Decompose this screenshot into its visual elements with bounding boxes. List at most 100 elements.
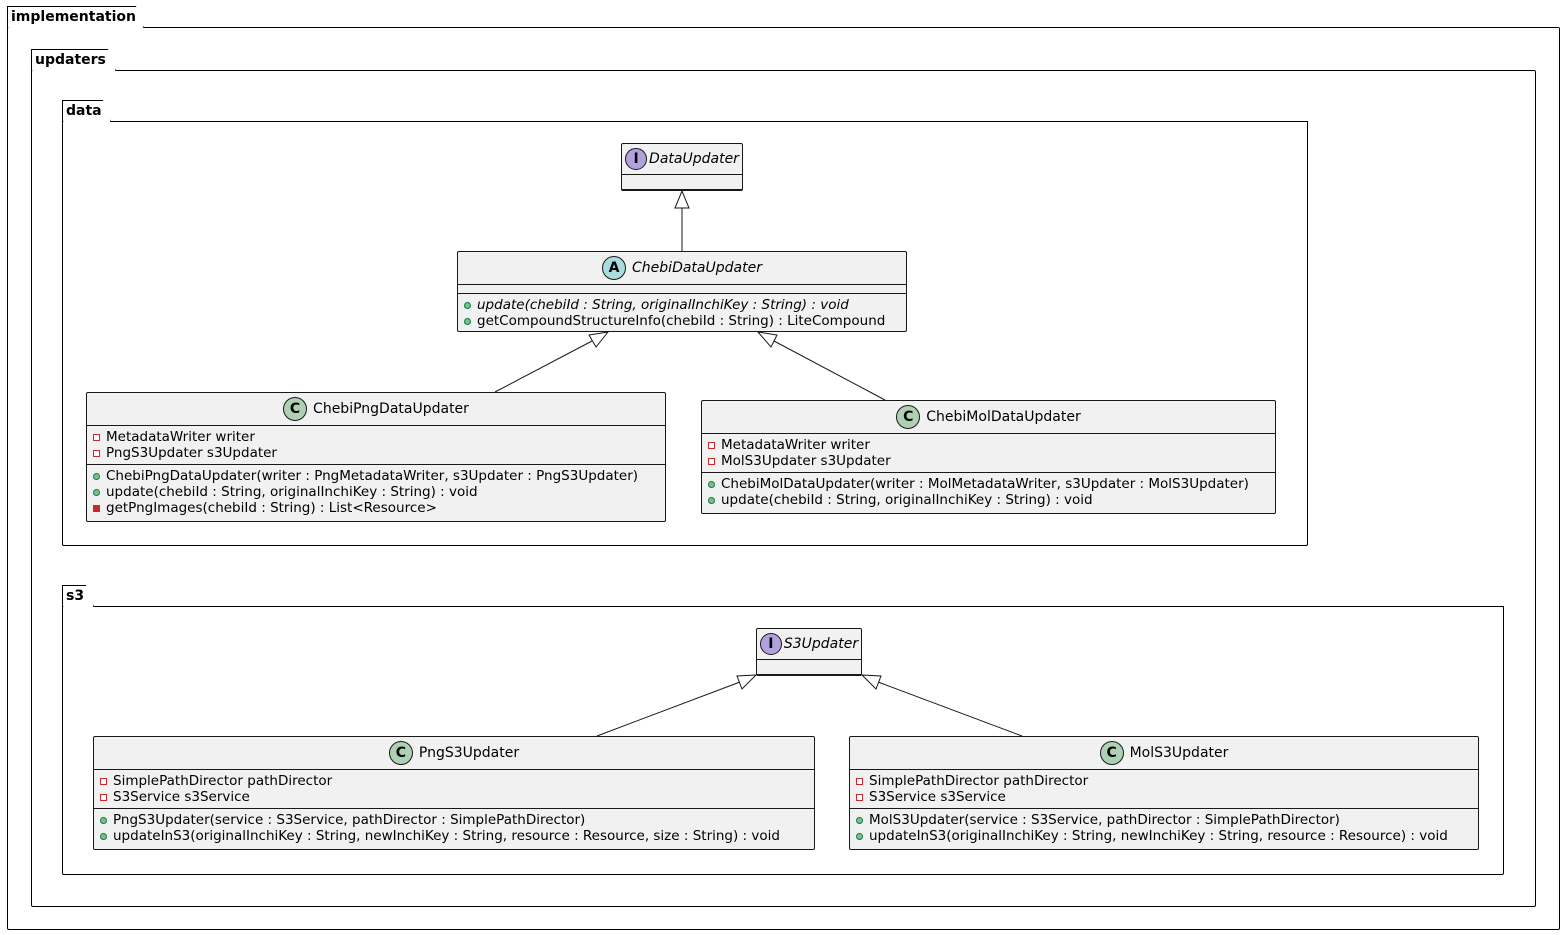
class-box-chebimoldataupdater: C ChebiMolDataUpdater MetadataWriter wri… — [701, 400, 1276, 514]
package-tab-updaters: updaters — [31, 49, 116, 71]
field-row: MetadataWriter writer — [708, 437, 1269, 453]
method-text: getPngImages(chebiId : String) : List<Re… — [106, 500, 437, 516]
class-name-mols3updater: MolS3Updater — [1129, 745, 1229, 761]
fields-section-mols3updater: SimplePathDirector pathDirector S3Servic… — [850, 769, 1478, 808]
private-visibility-icon — [93, 449, 100, 457]
package-tab-s3: s3 — [62, 585, 94, 607]
method-row: updateInS3(originalInchiKey : String, ne… — [856, 828, 1472, 844]
methods-section-chebipngdataupdater: ChebiPngDataUpdater(writer : PngMetadata… — [87, 464, 665, 519]
private-visibility-icon — [708, 441, 715, 449]
method-row: MolS3Updater(service : S3Service, pathDi… — [856, 812, 1472, 828]
field-row: MetadataWriter writer — [93, 429, 659, 445]
method-row: update(chebiId : String, originalInchiKe… — [464, 297, 900, 313]
edge-arrowhead-png — [588, 331, 610, 348]
method-row: update(chebiId : String, originalInchiKe… — [93, 484, 659, 500]
fields-section-chebimoldataupdater: MetadataWriter writer MolS3Updater s3Upd… — [702, 433, 1275, 472]
public-visibility-icon — [100, 816, 107, 824]
method-text: getCompoundStructureInfo(chebiId : Strin… — [477, 313, 886, 329]
package-frame-implementation — [7, 27, 1560, 930]
interface-icon: I — [625, 148, 648, 170]
field-row: MolS3Updater s3Updater — [708, 453, 1269, 469]
class-name-chebimoldataupdater: ChebiMolDataUpdater — [926, 409, 1081, 425]
method-text: updateInS3(originalInchiKey : String, ne… — [113, 828, 780, 844]
field-text: MolS3Updater s3Updater — [721, 453, 891, 469]
package-frame-s3-top — [94, 606, 1504, 607]
fields-section-dataupdater — [622, 174, 742, 189]
private-visibility-icon — [856, 777, 863, 785]
package-frame-data-top — [111, 121, 1308, 122]
class-icon: C — [283, 397, 308, 421]
public-visibility-icon — [93, 472, 100, 480]
package-tab-implementation: implementation — [7, 6, 144, 28]
method-text: updateInS3(originalInchiKey : String, ne… — [869, 828, 1448, 844]
edge-png-to-chebidataupdater — [494, 340, 593, 393]
method-row: PngS3Updater(service : S3Service, pathDi… — [100, 812, 808, 828]
package-label-s3: s3 — [66, 588, 85, 604]
method-text: MolS3Updater(service : S3Service, pathDi… — [869, 812, 1340, 828]
package-frame-implementation-top — [144, 27, 1559, 28]
field-row: S3Service s3Service — [100, 789, 808, 805]
class-box-chebidataupdater: A ChebiDataUpdater update(chebiId : Stri… — [457, 251, 907, 332]
field-row: PngS3Updater s3Updater — [93, 445, 659, 461]
field-text: SimplePathDirector pathDirector — [869, 773, 1089, 789]
methods-section-mols3updater: MolS3Updater(service : S3Service, pathDi… — [850, 808, 1478, 847]
method-row: ChebiPngDataUpdater(writer : PngMetadata… — [93, 468, 659, 484]
package-frame-s3 — [62, 606, 1504, 875]
class-box-chebipngdataupdater: C ChebiPngDataUpdater MetadataWriter wri… — [86, 392, 666, 522]
method-text: ChebiPngDataUpdater(writer : PngMetadata… — [106, 468, 639, 484]
method-text: update(chebiId : String, originalInchiKe… — [106, 484, 478, 500]
field-text: SimplePathDirector pathDirector — [113, 773, 333, 789]
package-frame-updaters — [31, 70, 1536, 907]
class-header-s3updater: I S3Updater — [757, 629, 861, 659]
class-box-s3updater: I S3Updater — [756, 628, 862, 676]
class-icon: C — [1099, 741, 1124, 765]
public-visibility-icon — [708, 496, 715, 504]
class-name-s3updater: S3Updater — [783, 636, 859, 652]
class-header-dataupdater: I DataUpdater — [622, 144, 742, 174]
class-box-dataupdater: I DataUpdater — [621, 143, 743, 191]
methods-section-chebidataupdater: update(chebiId : String, originalInchiKe… — [458, 293, 906, 332]
public-visibility-icon — [464, 301, 471, 309]
method-row: ChebiMolDataUpdater(writer : MolMetadata… — [708, 476, 1269, 492]
edge-arrowhead-dataupdater — [674, 189, 690, 209]
private-visibility-icon — [93, 433, 100, 441]
private-visibility-icon — [100, 793, 107, 801]
methods-section-chebimoldataupdater: ChebiMolDataUpdater(writer : MolMetadata… — [702, 472, 1275, 511]
class-header-chebidataupdater: A ChebiDataUpdater — [458, 252, 906, 284]
fields-section-pngs3updater: SimplePathDirector pathDirector S3Servic… — [94, 769, 814, 808]
public-visibility-icon — [856, 832, 863, 840]
field-row: SimplePathDirector pathDirector — [100, 773, 808, 789]
private-visibility-icon — [708, 457, 715, 465]
methods-section-dataupdater — [622, 189, 742, 200]
package-label-updaters: updaters — [35, 52, 106, 68]
methods-section-s3updater — [757, 674, 861, 685]
fields-section-chebidataupdater — [458, 284, 906, 293]
class-name-chebidataupdater: ChebiDataUpdater — [632, 260, 762, 276]
class-header-chebimoldataupdater: C ChebiMolDataUpdater — [702, 401, 1275, 433]
class-header-chebipngdataupdater: C ChebiPngDataUpdater — [87, 393, 665, 425]
method-text: PngS3Updater(service : S3Service, pathDi… — [113, 812, 586, 828]
class-header-mols3updater: C MolS3Updater — [850, 737, 1478, 769]
public-visibility-icon — [100, 832, 107, 840]
class-icon: C — [388, 741, 413, 765]
public-visibility-icon — [464, 317, 471, 325]
public-visibility-icon — [856, 816, 863, 824]
field-text: MetadataWriter writer — [721, 437, 870, 453]
edge-arrowhead-mol — [756, 331, 778, 348]
method-text: update(chebiId : String, originalInchiKe… — [477, 297, 849, 313]
edge-arrowhead-mols3 — [860, 674, 882, 690]
edge-arrowhead-pngs3 — [736, 674, 758, 690]
package-label-implementation: implementation — [11, 9, 136, 25]
field-text: S3Service s3Service — [869, 789, 1006, 805]
class-box-mols3updater: C MolS3Updater SimplePathDirector pathDi… — [849, 736, 1479, 850]
field-text: S3Service s3Service — [113, 789, 250, 805]
method-row: updateInS3(originalInchiKey : String, ne… — [100, 828, 808, 844]
class-box-pngs3updater: C PngS3Updater SimplePathDirector pathDi… — [93, 736, 815, 850]
methods-section-pngs3updater: PngS3Updater(service : S3Service, pathDi… — [94, 808, 814, 847]
class-header-pngs3updater: C PngS3Updater — [94, 737, 814, 769]
field-text: MetadataWriter writer — [106, 429, 255, 445]
public-visibility-icon — [93, 488, 100, 496]
method-text: update(chebiId : String, originalInchiKe… — [721, 492, 1093, 508]
edge-mol-to-chebidataupdater — [773, 340, 886, 401]
